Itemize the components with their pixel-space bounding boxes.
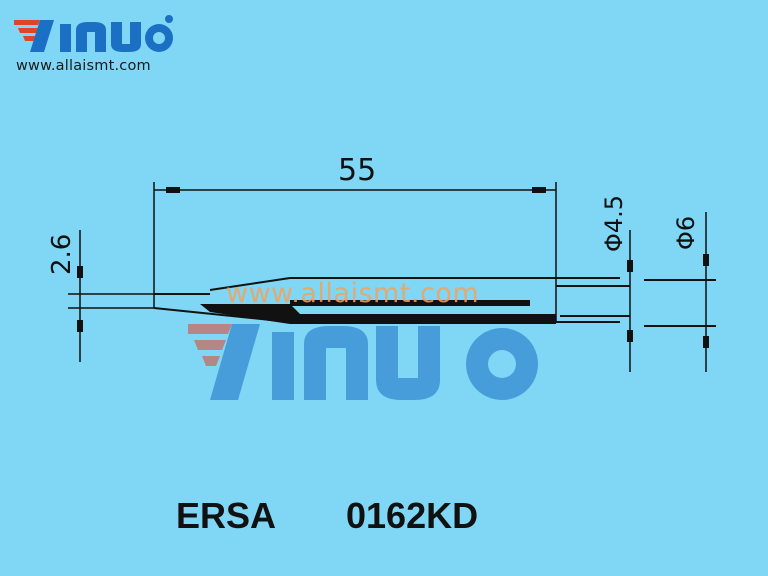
watermark-url: www.allaismt.com	[226, 278, 480, 309]
site-url: www.allaismt.com	[16, 58, 151, 74]
length-dimension: 55	[338, 153, 376, 188]
watermark-logo	[188, 324, 538, 400]
diameter-inner-dimension: Φ4.5	[600, 195, 628, 252]
product-model: 0162KD	[346, 495, 479, 536]
diameter-outer-dimension: Φ6	[672, 216, 700, 250]
product-brand: ERSA	[176, 495, 277, 536]
tip-width-dimension: 2.6	[47, 234, 77, 275]
yinuo-logo	[14, 15, 173, 52]
